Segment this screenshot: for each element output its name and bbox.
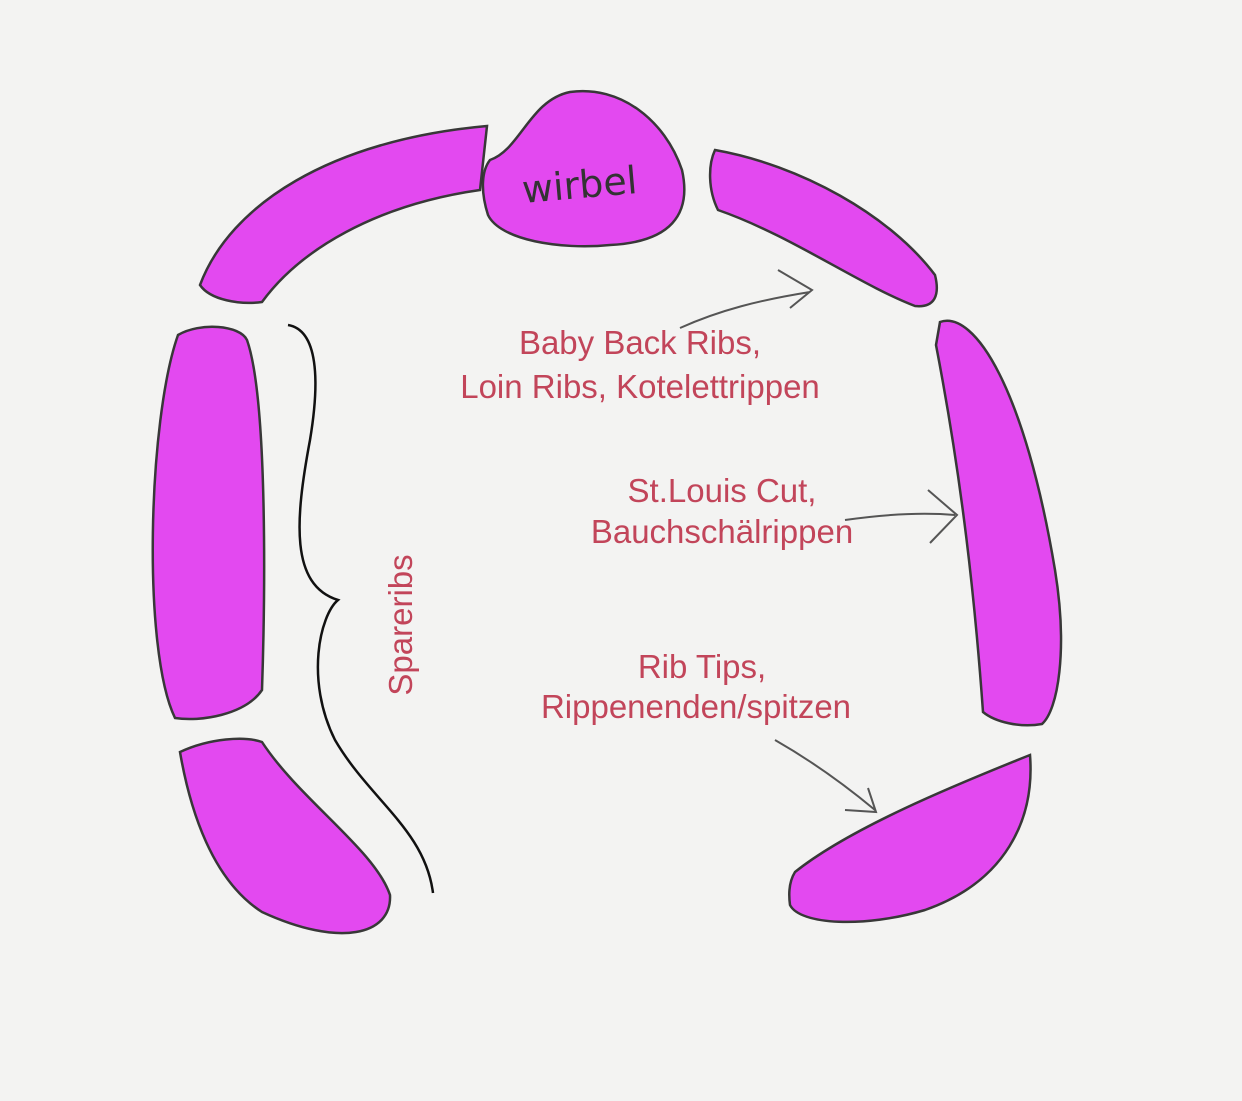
rib-top-left [198,124,489,305]
label-st-louis-1: St.Louis Cut, [628,472,817,509]
rib-left-long [151,325,266,721]
vertebra-blob [481,89,686,248]
label-baby-back-2: Loin Ribs, Kotelettrippen [460,368,820,405]
spareribs-brace [287,323,435,894]
label-rib-tips-1: Rib Tips, [638,648,766,685]
label-spareribs: Spareribs [382,554,419,695]
rib-bottom-left [178,737,392,935]
rib-top-right [708,148,939,308]
rib-bottom-right [787,753,1032,924]
arrow-st-louis [844,489,959,544]
arrow-rib-tips [774,739,878,814]
label-baby-back-1: Baby Back Ribs, [519,324,761,361]
label-st-louis-2: Bauchschälrippen [591,513,853,550]
rib-right-long [934,319,1063,727]
arrow-baby-back [679,269,814,329]
label-rib-tips-2: Rippenenden/spitzen [541,688,851,725]
vertebra-label: wirbel [520,158,639,212]
